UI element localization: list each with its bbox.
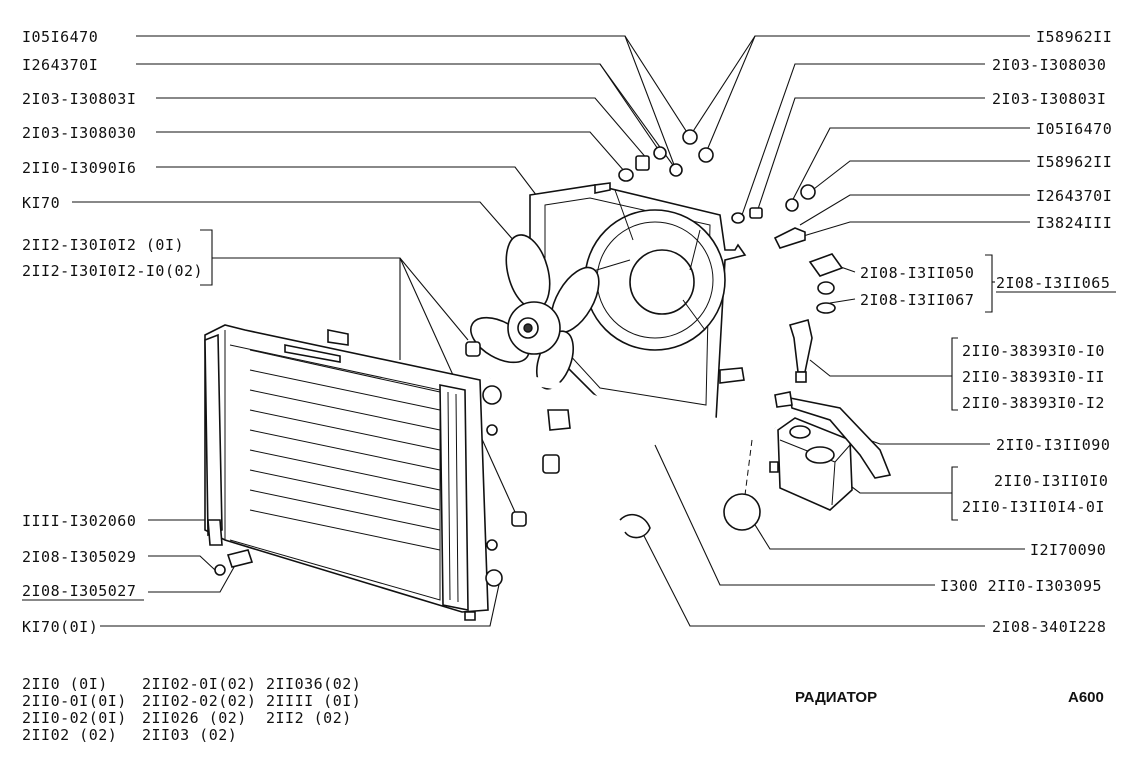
label-right-10: 2II0-38393I0-I0 (962, 342, 1105, 360)
coolant-hose (489, 374, 777, 442)
label-left-9: 2I08-I305029 (22, 548, 136, 566)
label-right-17: I300 2II0-I303095 (940, 577, 1102, 595)
label-left-3: 2I03-I308030 (22, 124, 136, 142)
page-title: РАДИАТОР (795, 689, 877, 706)
label-right-13: 2II0-I3II090 (996, 436, 1110, 454)
label-right-12: 2II0-38393I0-I2 (962, 394, 1105, 412)
label-right-9: 2I08-I3II065 (996, 274, 1110, 292)
fan-shroud (529, 182, 747, 421)
left-labels: I05I6470 I264370I 2I03-I30803I 2I03-I308… (22, 28, 203, 636)
model-item: 2IIII (0I) (266, 692, 361, 710)
label-right-2: 2I03-I30803I (992, 90, 1106, 108)
label-left-11: KI70(0I) (22, 618, 98, 636)
radiator (204, 324, 503, 621)
model-item: 2II036(02) (266, 675, 361, 693)
label-right-7: 2I08-I3II050 (860, 264, 974, 282)
label-right-16: I2I70090 (1030, 541, 1106, 559)
label-right-6: I3824III (1036, 214, 1112, 232)
expansion-tank (769, 391, 892, 511)
label-right-0: I58962II (1036, 28, 1112, 46)
model-item: 2II02-0I(02) (142, 675, 256, 693)
label-right-5: I264370I (1036, 187, 1112, 205)
label-left-4: 2II0-I3090I6 (22, 159, 136, 177)
label-right-18: 2I08-340I228 (992, 618, 1106, 636)
model-item: 2II0-02(0I) (22, 709, 127, 727)
model-item: 2II2 (02) (266, 709, 352, 727)
label-left-0: I05I6470 (22, 28, 98, 46)
label-left-10: 2I08-I305027 (22, 582, 136, 600)
page-code: A600 (1068, 689, 1104, 706)
model-item: 2II0 (0I) (22, 675, 108, 693)
label-right-4: I58962II (1036, 153, 1112, 171)
model-item: 2II0-0I(0I) (22, 692, 127, 710)
cooling-fan (470, 234, 600, 431)
small-parts (214, 129, 844, 576)
label-right-3: I05I6470 (1036, 120, 1112, 138)
model-item: 2II02-02(02) (142, 692, 256, 710)
model-item: 2II026 (02) (142, 709, 247, 727)
label-right-11: 2II0-38393I0-II (962, 368, 1105, 386)
label-left-8: IIII-I302060 (22, 512, 136, 530)
model-list: 2II0 (0I) 2II0-0I(0I) 2II0-02(0I) 2II02 … (22, 675, 361, 744)
label-left-6: 2II2-I30I0I2 (0I) (22, 236, 184, 254)
label-left-5: KI70 (22, 194, 60, 212)
label-right-8: 2I08-I3II067 (860, 291, 974, 309)
label-left-2: 2I03-I30803I (22, 90, 136, 108)
label-left-7: 2II2-I30I0I2-I0(02) (22, 262, 203, 280)
label-right-14: 2II0-I3II0I0 (994, 472, 1108, 490)
label-right-1: 2I03-I308030 (992, 56, 1106, 74)
model-item: 2II02 (02) (22, 726, 117, 744)
right-labels: I58962II 2I03-I308030 2I03-I30803I I05I6… (860, 28, 1116, 636)
label-right-15: 2II0-I3II0I4-0I (962, 498, 1105, 516)
model-item: 2II03 (02) (142, 726, 237, 744)
label-left-1: I264370I (22, 56, 98, 74)
